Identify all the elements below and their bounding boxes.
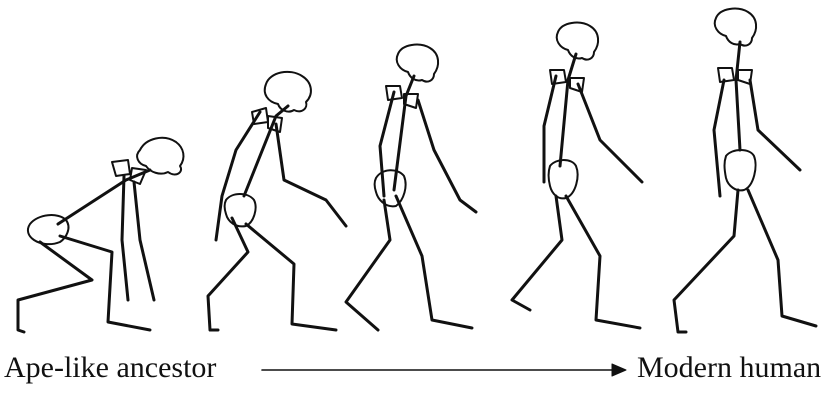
skull bbox=[136, 136, 185, 176]
arm-back bbox=[712, 78, 726, 198]
pelvis bbox=[373, 169, 407, 208]
leg-front bbox=[244, 222, 338, 332]
skull bbox=[555, 21, 600, 61]
arm-back bbox=[120, 174, 130, 302]
skull bbox=[395, 43, 440, 83]
leg-front bbox=[746, 188, 818, 328]
leg-front bbox=[564, 194, 642, 330]
shoulder-joint bbox=[385, 85, 403, 101]
arm-back bbox=[214, 110, 262, 242]
end-label: Modern human bbox=[637, 351, 822, 384]
arm-back bbox=[378, 90, 396, 198]
shoulder-joint bbox=[129, 167, 147, 185]
shoulder-joint bbox=[717, 67, 735, 83]
pelvis bbox=[547, 159, 579, 200]
arm-back bbox=[542, 74, 558, 184]
leg-front bbox=[394, 194, 474, 330]
arm-front bbox=[576, 82, 644, 184]
skull bbox=[263, 70, 312, 113]
leg-front bbox=[58, 234, 152, 332]
shoulder-joint bbox=[549, 69, 567, 85]
pelvis bbox=[26, 214, 70, 246]
pelvis bbox=[723, 149, 757, 192]
skull bbox=[713, 7, 758, 47]
evolution-arrow bbox=[261, 363, 627, 377]
leg-back bbox=[206, 216, 250, 332]
leg-back bbox=[510, 194, 564, 312]
figure-stage-3 bbox=[344, 43, 478, 332]
start-label: Ape-like ancestor bbox=[4, 351, 217, 384]
figure-stage-4 bbox=[510, 21, 644, 330]
spine bbox=[392, 74, 416, 192]
leg-back bbox=[344, 198, 392, 332]
spine bbox=[56, 168, 152, 226]
figure-stage-5 bbox=[672, 7, 818, 334]
arm-front bbox=[748, 78, 802, 172]
shoulder-joint bbox=[267, 115, 283, 133]
leg-back bbox=[16, 240, 94, 334]
spine bbox=[558, 52, 578, 168]
arrowhead-icon bbox=[611, 363, 627, 377]
spine bbox=[734, 40, 742, 152]
spine bbox=[242, 104, 290, 198]
arm-front bbox=[416, 98, 478, 214]
pelvis bbox=[223, 193, 257, 228]
leg-back bbox=[672, 188, 740, 334]
arm-front bbox=[274, 122, 348, 228]
arm-front bbox=[132, 180, 156, 302]
shoulder-joint bbox=[111, 159, 131, 177]
figure-stage-2 bbox=[206, 70, 348, 332]
figure-stage-1 bbox=[16, 136, 185, 334]
